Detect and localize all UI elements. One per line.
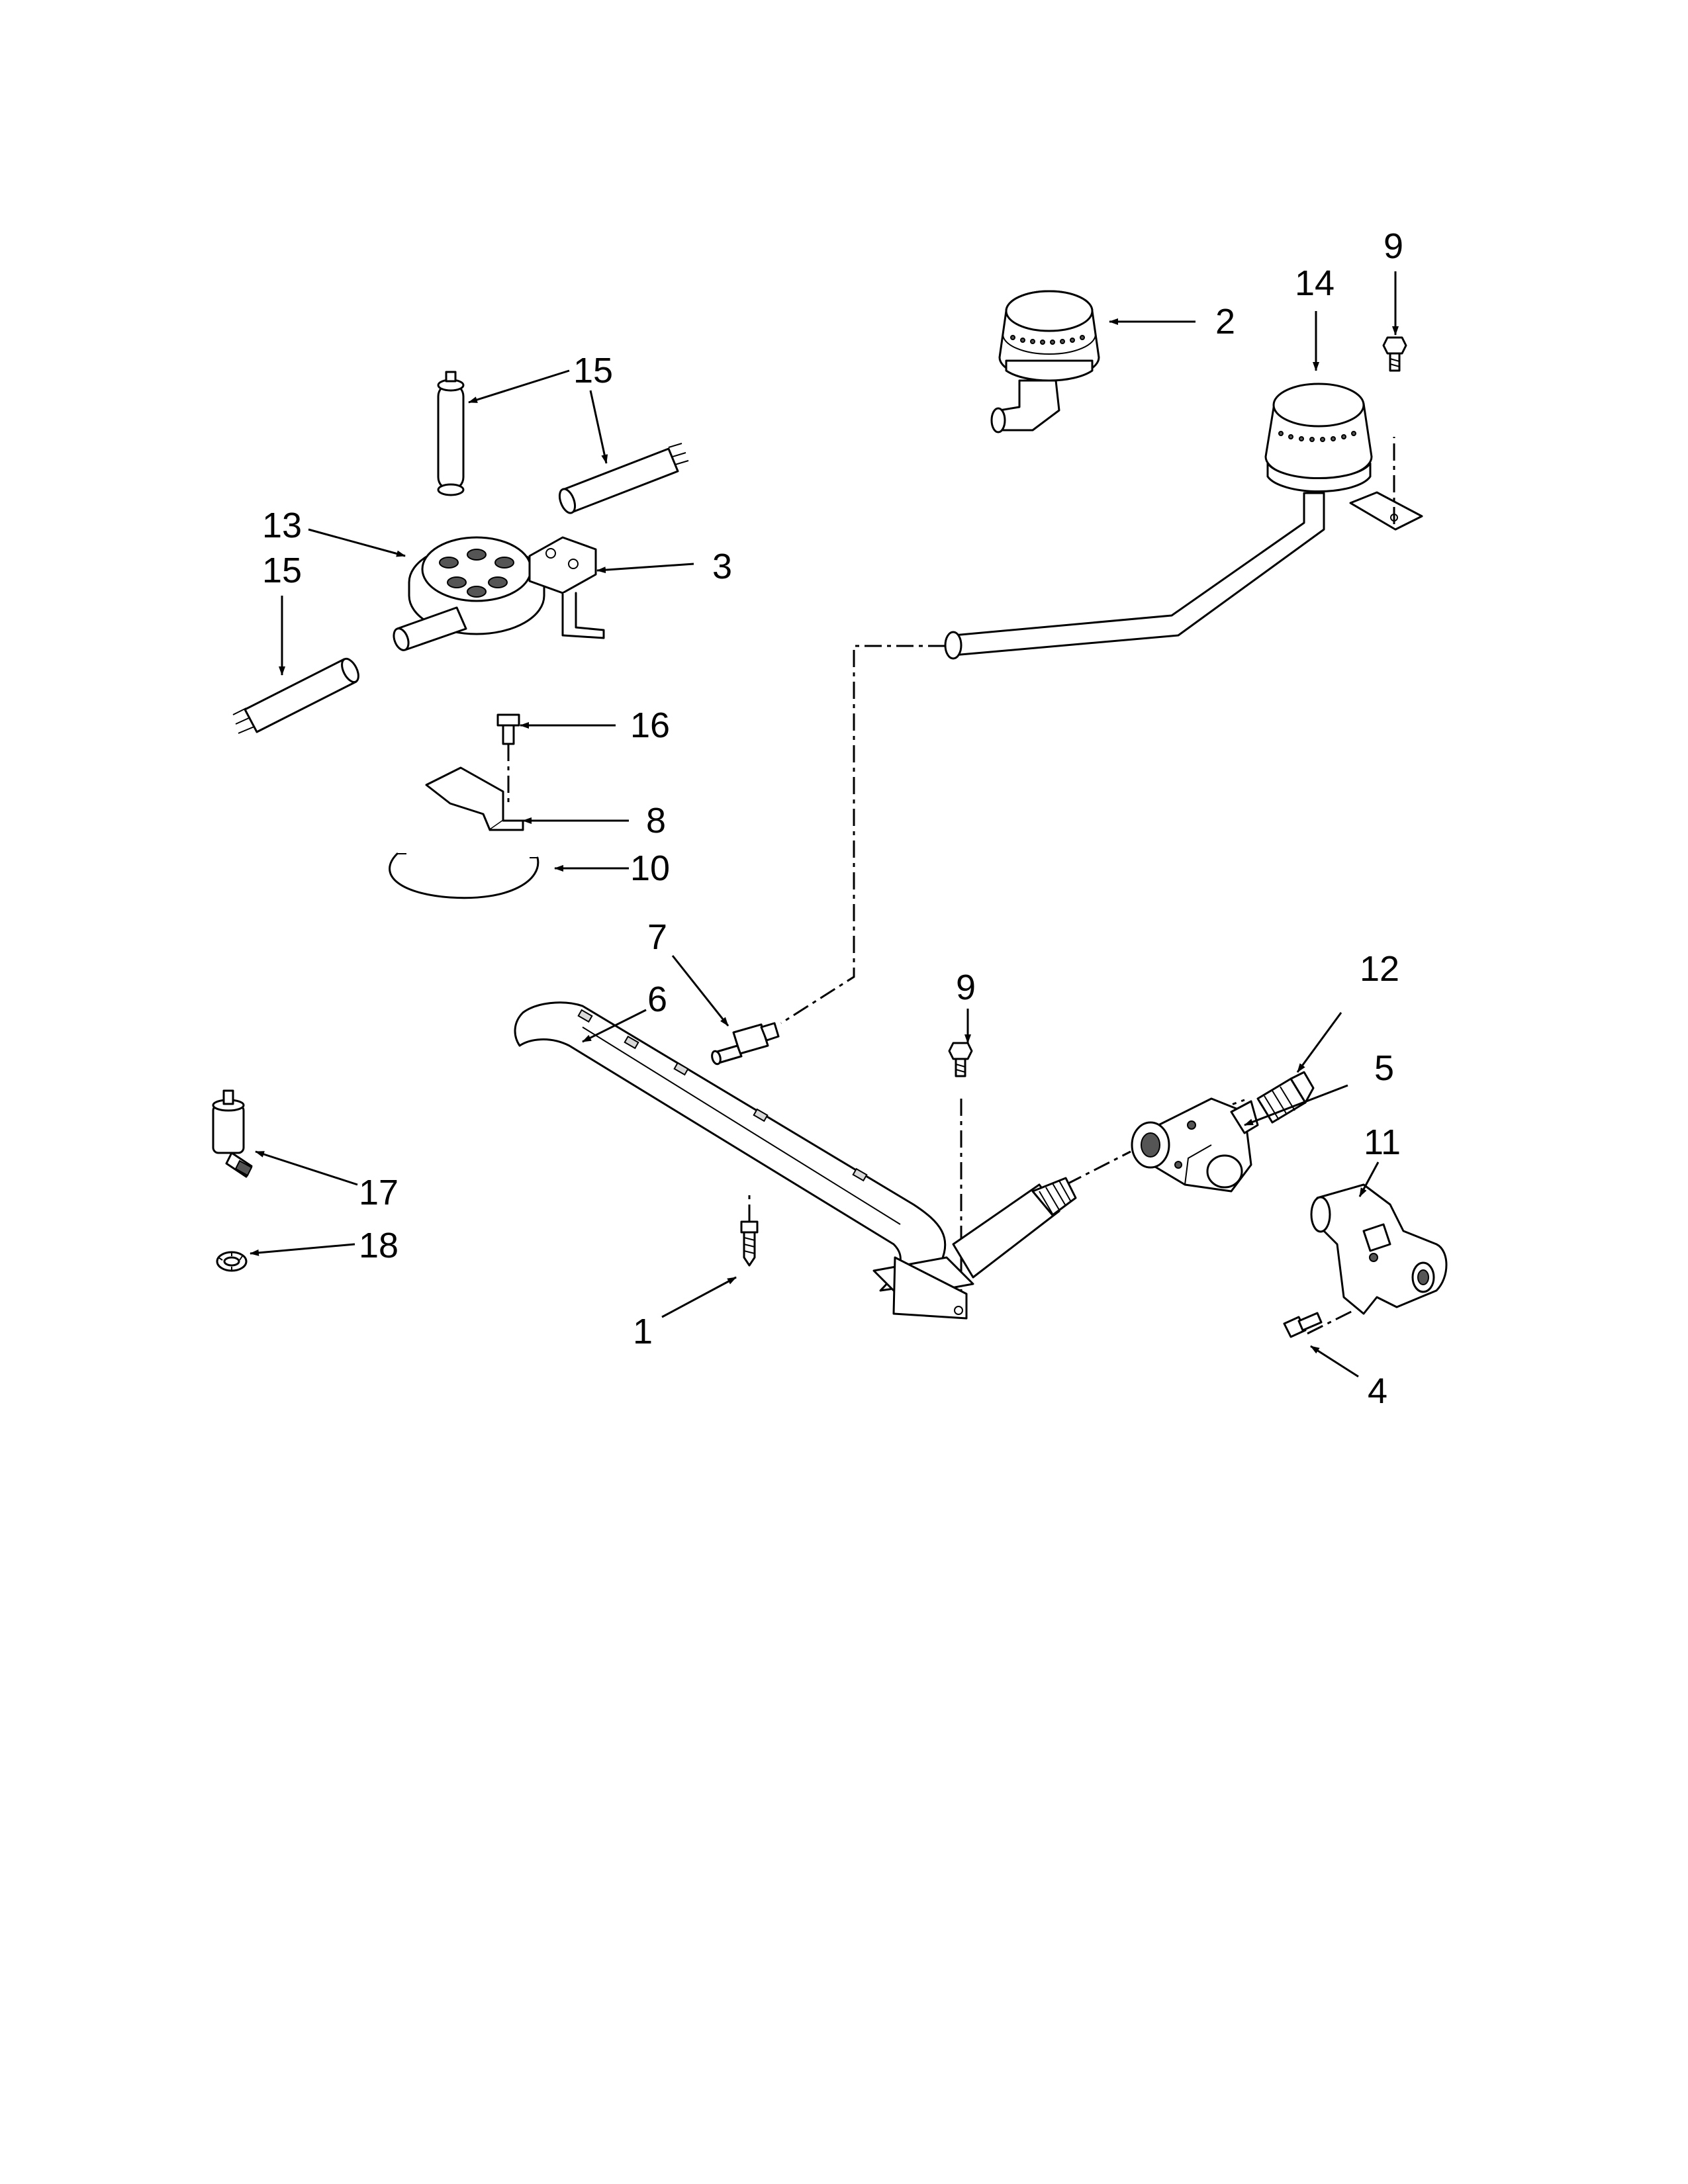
burner-icon: [393, 536, 545, 651]
connection-line: [780, 645, 945, 1024]
callout-18: 18: [359, 1226, 399, 1265]
burner-cap-icon: [990, 290, 1100, 433]
sensor-icon: [212, 1089, 253, 1178]
callout-10: 10: [630, 848, 670, 888]
callout-9: 9: [1383, 226, 1403, 266]
igniter-icon: [558, 443, 689, 514]
callout-3: 3: [712, 547, 732, 586]
screw-icon: [496, 713, 520, 807]
callout-4: 4: [1368, 1371, 1387, 1411]
burner-tube-icon: [514, 1001, 1077, 1320]
callout-12: 12: [1360, 949, 1399, 989]
clip-icon: [389, 852, 539, 899]
burner-port-holes: [1010, 335, 1085, 345]
burner-assembly-icon: [944, 383, 1423, 660]
callout-15: 15: [573, 351, 613, 390]
screw-icon: [1283, 1312, 1323, 1338]
manifold-icon: [1310, 1183, 1448, 1315]
bracket-icon: [528, 536, 605, 639]
orifice-icon: [711, 1022, 780, 1066]
callout-2: 2: [1215, 302, 1235, 341]
burner-tube-threads: [1039, 1180, 1072, 1214]
screw-icon: [1382, 336, 1407, 372]
connection-line: [1307, 1309, 1354, 1335]
screw-icon: [948, 1042, 973, 1077]
igniter-icon: [437, 371, 465, 496]
leader-lines: [250, 271, 1399, 1378]
igniter-icon: [232, 657, 359, 734]
connection-line: [1065, 1150, 1131, 1186]
callout-5: 5: [1374, 1048, 1394, 1088]
callout-17: 17: [359, 1173, 399, 1212]
callout-15: 15: [262, 551, 302, 590]
gas-valve-icon: [1131, 1097, 1259, 1193]
washer-icon: [216, 1251, 248, 1272]
callout-13: 13: [262, 506, 302, 545]
bracket-icon: [425, 766, 524, 831]
callout-11: 11: [1364, 1122, 1401, 1162]
callout-16: 16: [630, 705, 670, 745]
callout-14: 14: [1295, 263, 1335, 303]
callout-1: 1: [633, 1312, 653, 1351]
burner-port-holes: [1278, 431, 1356, 442]
callout-8: 8: [646, 801, 666, 841]
fitting-icon: [1256, 1071, 1315, 1124]
callout-9: 9: [956, 968, 976, 1007]
screw-icon: [740, 1191, 759, 1267]
callout-6: 6: [647, 979, 667, 1019]
callout-7: 7: [647, 917, 667, 957]
